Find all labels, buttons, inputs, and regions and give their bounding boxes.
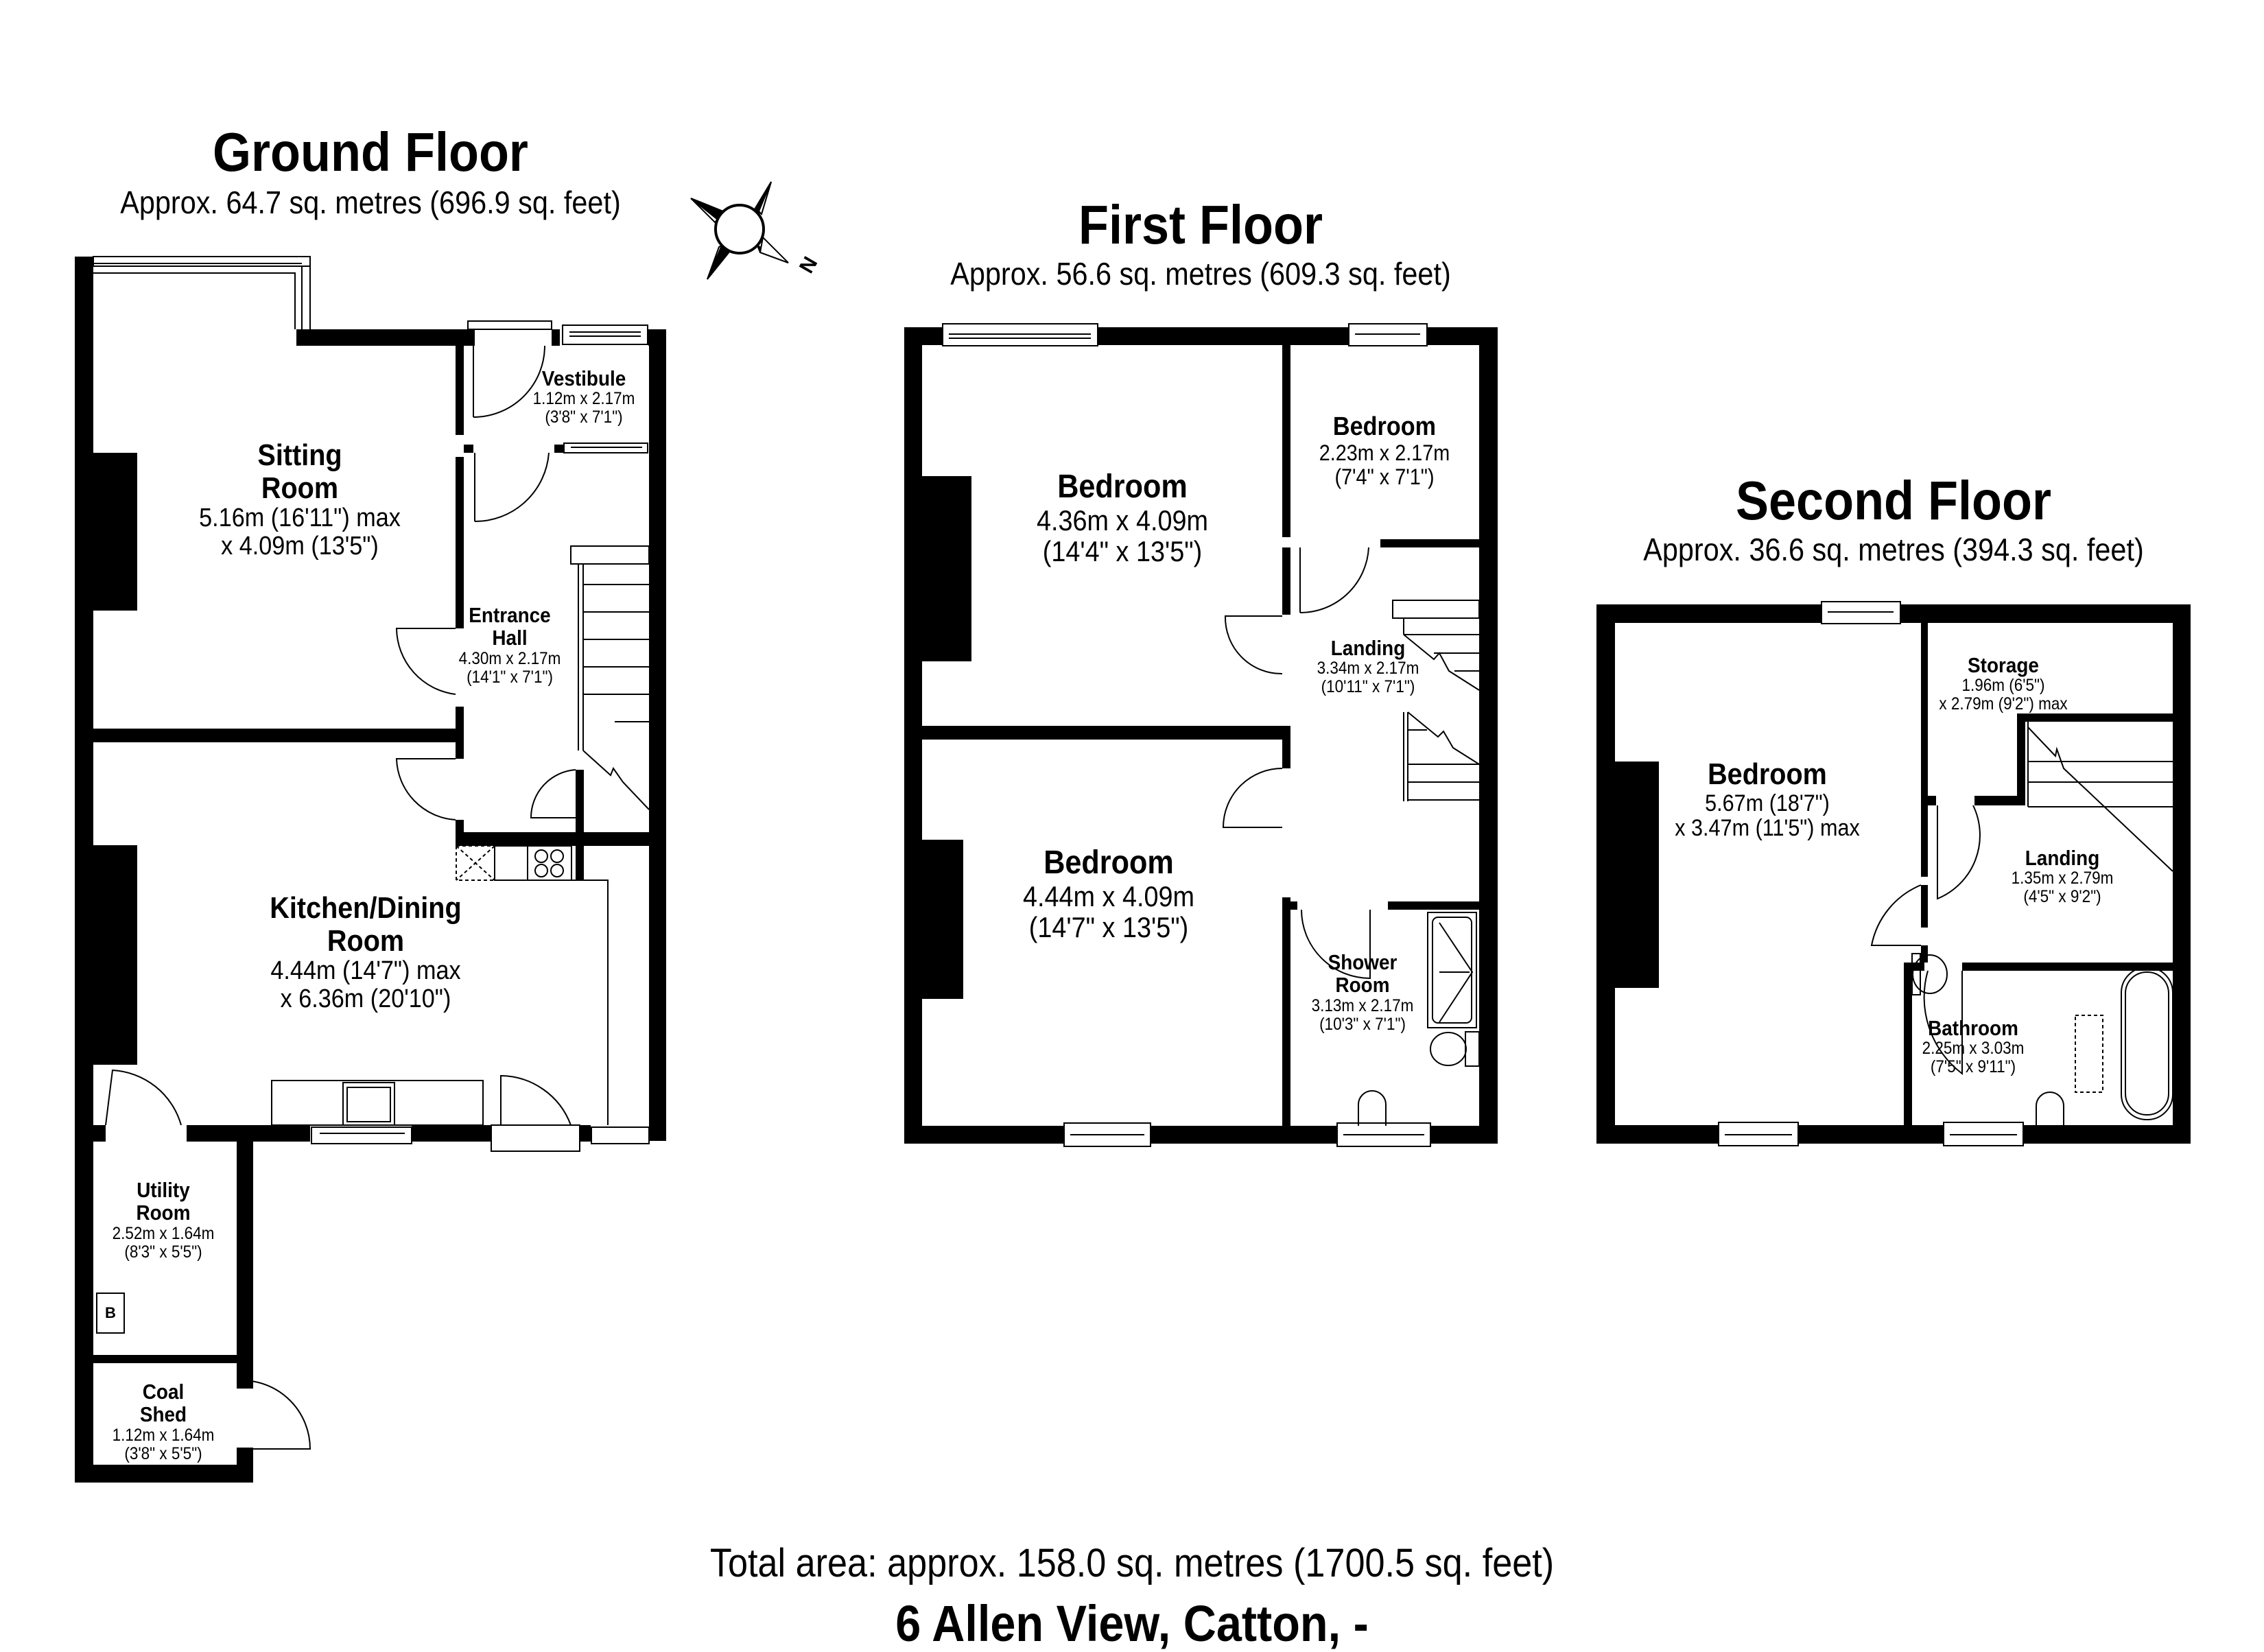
second-floor-area: Approx. 36.6 sq. metres (394.3 sq. feet) — [1643, 532, 2144, 567]
room-entrance-hall: Entrance Hall 4.30m x 2.17m (14'1" x 7'1… — [459, 604, 561, 687]
room-dimensions: 4.44m x 4.09m — [1022, 880, 1195, 912]
room-name: Room — [136, 1201, 191, 1225]
room-dimensions: x 3.47m (11'5") max — [1675, 815, 1860, 842]
room-dimensions: 1.12m x 1.64m — [112, 1425, 215, 1445]
north-label: N — [795, 253, 822, 277]
first-floor-title: First Floor — [1078, 194, 1323, 255]
room-kitchen-dining: Kitchen/Dining Room 4.44m (14'7") max x … — [270, 892, 461, 1013]
room-storage: Storage 1.96m (6'5") x 2.79m (9'2") max — [1939, 654, 2067, 713]
room-name: Entrance — [469, 603, 551, 627]
room-name: Utility — [137, 1178, 190, 1202]
room-name: Bedroom — [1708, 757, 1827, 791]
room-bedroom-front: Bedroom 4.36m x 4.09m (14'4" x 13'5") — [1037, 469, 1208, 567]
room-dimensions: 2.25m x 3.03m — [1922, 1039, 2025, 1059]
room-dimensions: (10'11" x 7'1") — [1321, 677, 1415, 697]
room-dimensions: 4.36m x 4.09m — [1036, 504, 1209, 536]
room-dimensions: 1.12m x 2.17m — [532, 389, 635, 409]
room-dimensions: 4.44m (14'7") max — [270, 956, 461, 986]
compass-rose-icon: N — [690, 181, 822, 280]
room-name: Shower — [1328, 950, 1398, 974]
room-dimensions: 5.67m (18'7") — [1705, 790, 1830, 816]
room-shower-room: Shower Room 3.13m x 2.17m (10'3" x 7'1") — [1312, 951, 1414, 1034]
room-dimensions: x 2.79m (9'2") max — [1939, 694, 2068, 714]
room-bedroom-small: Bedroom 2.23m x 2.17m (7'4" x 7'1") — [1319, 412, 1450, 489]
room-dimensions: x 6.36m (20'10") — [280, 984, 451, 1014]
room-sitting-room: Sitting Room 5.16m (16'11") max x 4.09m … — [199, 439, 401, 560]
room-dimensions: 5.16m (16'11") max — [199, 504, 401, 533]
room-dimensions: (4'5" x 9'2") — [2023, 887, 2101, 907]
room-dimensions: x 4.09m (13'5") — [221, 532, 379, 561]
room-dimensions: (3'8" x 7'1") — [545, 408, 623, 427]
room-vestibule: Vestibule 1.12m x 2.17m (3'8" x 7'1") — [533, 367, 635, 427]
room-dimensions: 3.13m x 2.17m — [1311, 995, 1414, 1015]
room-dimensions: (14'1" x 7'1") — [467, 667, 553, 687]
room-bathroom: Bathroom 2.25m x 3.03m (7'5" x 9'11") — [1922, 1017, 2025, 1076]
total-area: Total area: approx. 158.0 sq. metres (17… — [709, 1541, 1555, 1585]
second-floor-title: Second Floor — [1735, 470, 2052, 531]
room-bedroom-second: Bedroom 5.67m (18'7") x 3.47m (11'5") ma… — [1675, 758, 1860, 841]
room-name: Vestibule — [541, 366, 626, 390]
first-floor-area: Approx. 56.6 sq. metres (609.3 sq. feet) — [950, 256, 1451, 292]
room-dimensions: 2.52m x 1.64m — [112, 1223, 215, 1243]
room-name: Bedroom — [1057, 469, 1188, 505]
room-name: Coal — [142, 1380, 185, 1404]
room-name: Bathroom — [1928, 1016, 2018, 1040]
room-dimensions: (8'3" x 5'5") — [124, 1242, 202, 1262]
ground-floor-area: Approx. 64.7 sq. metres (696.9 sq. feet) — [120, 185, 621, 220]
room-dimensions: (7'5" x 9'11") — [1930, 1057, 2016, 1077]
room-dimensions: 2.23m x 2.17m — [1319, 440, 1450, 466]
property-address: 6 Allen View, Catton, - — [895, 1595, 1369, 1652]
room-name: Bedroom — [1043, 845, 1174, 881]
ground-floor-title: Ground Floor — [213, 121, 528, 182]
room-coal-shed: Coal Shed 1.12m x 1.64m (3'8" x 5'5") — [113, 1380, 215, 1463]
room-name: Hall — [492, 626, 528, 650]
room-name: Bedroom — [1332, 412, 1437, 441]
room-name: Landing — [1330, 636, 1406, 660]
room-dimensions: 3.34m x 2.17m — [1317, 659, 1419, 678]
room-dimensions: 4.30m x 2.17m — [458, 648, 561, 668]
room-name: Sitting — [257, 438, 342, 472]
room-name: Storage — [1968, 653, 2039, 677]
room-dimensions: (3'8" x 5'5") — [124, 1443, 202, 1463]
room-bedroom-rear: Bedroom 4.44m x 4.09m (14'7" x 13'5") — [1023, 845, 1194, 943]
room-name: Room — [261, 471, 339, 505]
room-dimensions: (14'4" x 13'5") — [1042, 535, 1203, 568]
room-dimensions: 1.96m (6'5") — [1961, 676, 2045, 696]
room-name: Shed — [139, 1402, 187, 1427]
room-landing-second: Landing 1.35m x 2.79m (4'5" x 9'2") — [2012, 847, 2114, 906]
boiler-icon: B — [96, 1293, 125, 1334]
room-name: Room — [327, 923, 405, 958]
room-dimensions: (10'3" x 7'1") — [1319, 1014, 1406, 1034]
room-utility: Utility Room 2.52m x 1.64m (8'3" x 5'5") — [113, 1179, 215, 1262]
room-dimensions: (14'7" x 13'5") — [1028, 911, 1189, 944]
room-landing-first: Landing 3.34m x 2.17m (10'11" x 7'1") — [1317, 637, 1419, 696]
room-dimensions: (7'4" x 7'1") — [1334, 464, 1435, 489]
room-name: Room — [1335, 973, 1390, 998]
room-dimensions: 1.35m x 2.79m — [2011, 869, 2114, 888]
room-name: Landing — [2025, 846, 2100, 870]
room-name: Kitchen/Dining — [270, 891, 462, 925]
